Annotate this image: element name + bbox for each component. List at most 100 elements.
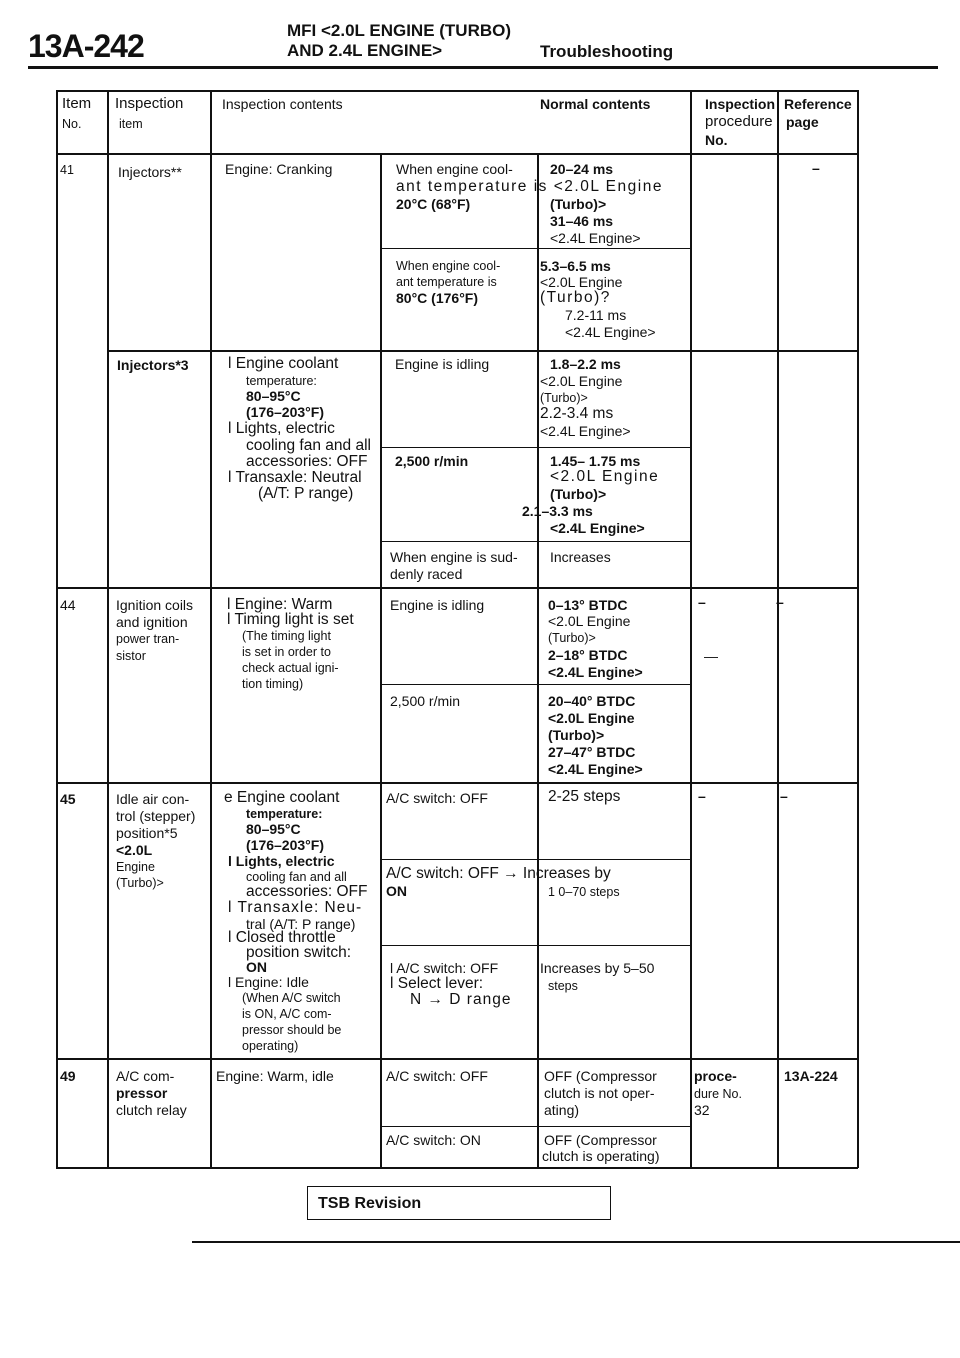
row49-item-1: A/C com- [116,1068,175,1084]
row41-sub1-normal-2: (Turbo)> [550,196,607,212]
row-sep-45-sub1 [380,859,690,860]
col-header-reference-2: page [786,114,819,130]
row45-contents-15: is ON, A/C com- [242,1007,332,1021]
row41-sub1-cond-1: When engine cool- [396,161,513,177]
row-sep-45-sub2 [380,945,690,946]
row45-contents-13: l Engine: Idle [228,974,309,990]
row45-item-1: Idle air con- [116,791,190,807]
row45-sub1-cond: A/C switch: OFF [386,790,488,806]
col-header-normal-contents: Normal contents [540,96,651,112]
row44-sub1-cond: Engine is idling [390,597,485,613]
row45-sub3-cond-2: l Select lever: [390,975,484,992]
row44-sub1-normal-1: 0–13° BTDC [548,597,628,613]
row41-sub2-cond-1: When engine cool- [396,259,501,273]
row49-item-2: pressor [116,1085,168,1101]
row44-sub1-normal-4: 2–18° BTDC [548,647,628,663]
inj3-sub1-normal-1: 1.8–2.2 ms [550,356,621,372]
inj3-sub2-normal-3: (Turbo)> [550,486,607,502]
row44-contents-2: l Timing light is set [227,611,354,628]
row44-sub2-normal-5: <2.4L Engine> [548,761,643,777]
row45-contents-12: ON [246,959,267,975]
row44-sub2-normal-1: 20–40° BTDC [548,693,636,709]
row49-sub1-normal-2: clutch is not oper- [544,1085,655,1101]
header-title-line2: AND 2.4L ENGINE> [287,41,443,60]
row41-sub2-normal-5: <2.4L Engine> [565,324,656,340]
table-bottom-border [56,1167,858,1169]
row45-sub2-cond-2: ON [386,883,407,899]
table-right-border [857,90,859,1168]
row41-sub2-normal-2: <2.0L Engine [540,274,623,290]
tsb-revision-box: TSB Revision [307,1186,611,1220]
row41-contents: Engine: Cranking [225,161,333,177]
row49-item-3: clutch relay [116,1102,187,1118]
footer-rule [192,1241,960,1243]
header-separator [56,153,858,155]
col-header-inspection-item: Inspection [115,95,184,112]
col-sep-6 [777,90,779,1168]
row45-item-6: (Turbo)> [116,876,164,890]
inj3-contents-3: 80–95°C [246,388,301,404]
inj3-contents-9: (A/T: P range) [258,485,354,502]
row49-sub2-normal-2: clutch is operating) [542,1148,660,1164]
row45-contents-10: l Closed throttle [228,929,336,946]
inj3-sub2-cond: 2,500 r/min [395,453,469,469]
inj3-contents-6: cooling fan and all [246,437,371,454]
table-top-border [56,90,858,92]
row44-sub1-normal-2: <2.0L Engine [548,613,631,629]
row49-sub1-cond: A/C switch: OFF [386,1068,488,1084]
row41-sub2-normal-4: 7.2-11 ms [565,307,627,323]
row49-procedure-2: dure No. [694,1087,742,1101]
row41-item: Injectors** [118,164,182,180]
row44-contents-3: (The timing light [242,629,331,643]
header-rule [28,66,938,69]
row-sep-inj3-sub1 [380,447,690,448]
inj3-sub1-normal-3: (Turbo)> [540,391,588,405]
col-header-procedure: Inspection [705,96,776,112]
col-sep-1 [107,90,109,1168]
row-sep-44-sub [380,684,690,685]
col-sep-4 [537,153,539,1168]
inj3-contents-8: l Transaxle: Neutral [228,469,362,486]
row45-sub3-cond-3: N → D range [410,991,512,1008]
col-header-inspection-contents: Inspection contents [222,96,343,112]
col-header-item-no: Item [62,95,92,112]
row41-sub2-normal-3: (Turbo)? [540,289,611,306]
inj3-contents-1: l Engine coolant [228,355,339,372]
row45-item-2: trol (stepper) [116,808,196,824]
row44-contents-6: tion timing) [242,677,304,691]
inj3-sub2-normal-1: 1.45– 1.75 ms [550,453,641,469]
row49-contents: Engine: Warm, idle [216,1068,334,1084]
col-sep-3 [380,153,382,1168]
row45-sub1-normal: 2-25 steps [548,788,621,805]
inj3-sub3-normal: Increases [550,549,611,565]
inj3-contents-5: l Lights, electric [228,420,335,437]
row45-contents-8: l Transaxle: Neu- [228,899,363,916]
row44-reference-dash: – [776,594,784,610]
inj3-contents-2: temperature: [246,374,317,388]
row-sep-45 [56,782,858,784]
row-sep-49-sub [380,1126,690,1127]
row-sep-44 [56,587,858,589]
row44-no: 44 [60,597,76,613]
row49-sub2-normal-1: OFF (Compressor [544,1132,657,1148]
inj3-sub3-cond-2: denly raced [390,566,463,582]
inj3-sub2-normal-2: <2.0L Engine [550,468,660,485]
row41-sub2-cond-3: 80°C (176°F) [396,290,479,306]
row45-contents-6: cooling fan and all [246,870,347,884]
inj3-contents-7: accessories: OFF [246,453,368,470]
row45-contents-5: l Lights, electric [228,853,335,869]
col-sep-2 [210,90,212,1168]
inj3-sub2-normal-4: 2.1–3.3 ms [522,503,593,519]
row-sep-inj3-sub2 [380,541,690,542]
row45-procedure: – [698,788,706,804]
row44-sub2-normal-3: (Turbo)> [548,727,605,743]
tsb-revision-label: TSB Revision [318,1195,422,1212]
inj3-contents-4: (176–203°F) [246,404,324,420]
row41-sub1-cond-2: ant temperature is <2.0L Engine [396,178,663,195]
row49-no: 49 [60,1068,76,1084]
row49-procedure-3: 32 [694,1102,710,1118]
row45-reference: – [780,788,788,804]
row44-procedure-dash-2: — [704,648,718,664]
row44-procedure-dash: – [698,594,706,610]
row45-contents-11: position switch: [246,944,352,961]
